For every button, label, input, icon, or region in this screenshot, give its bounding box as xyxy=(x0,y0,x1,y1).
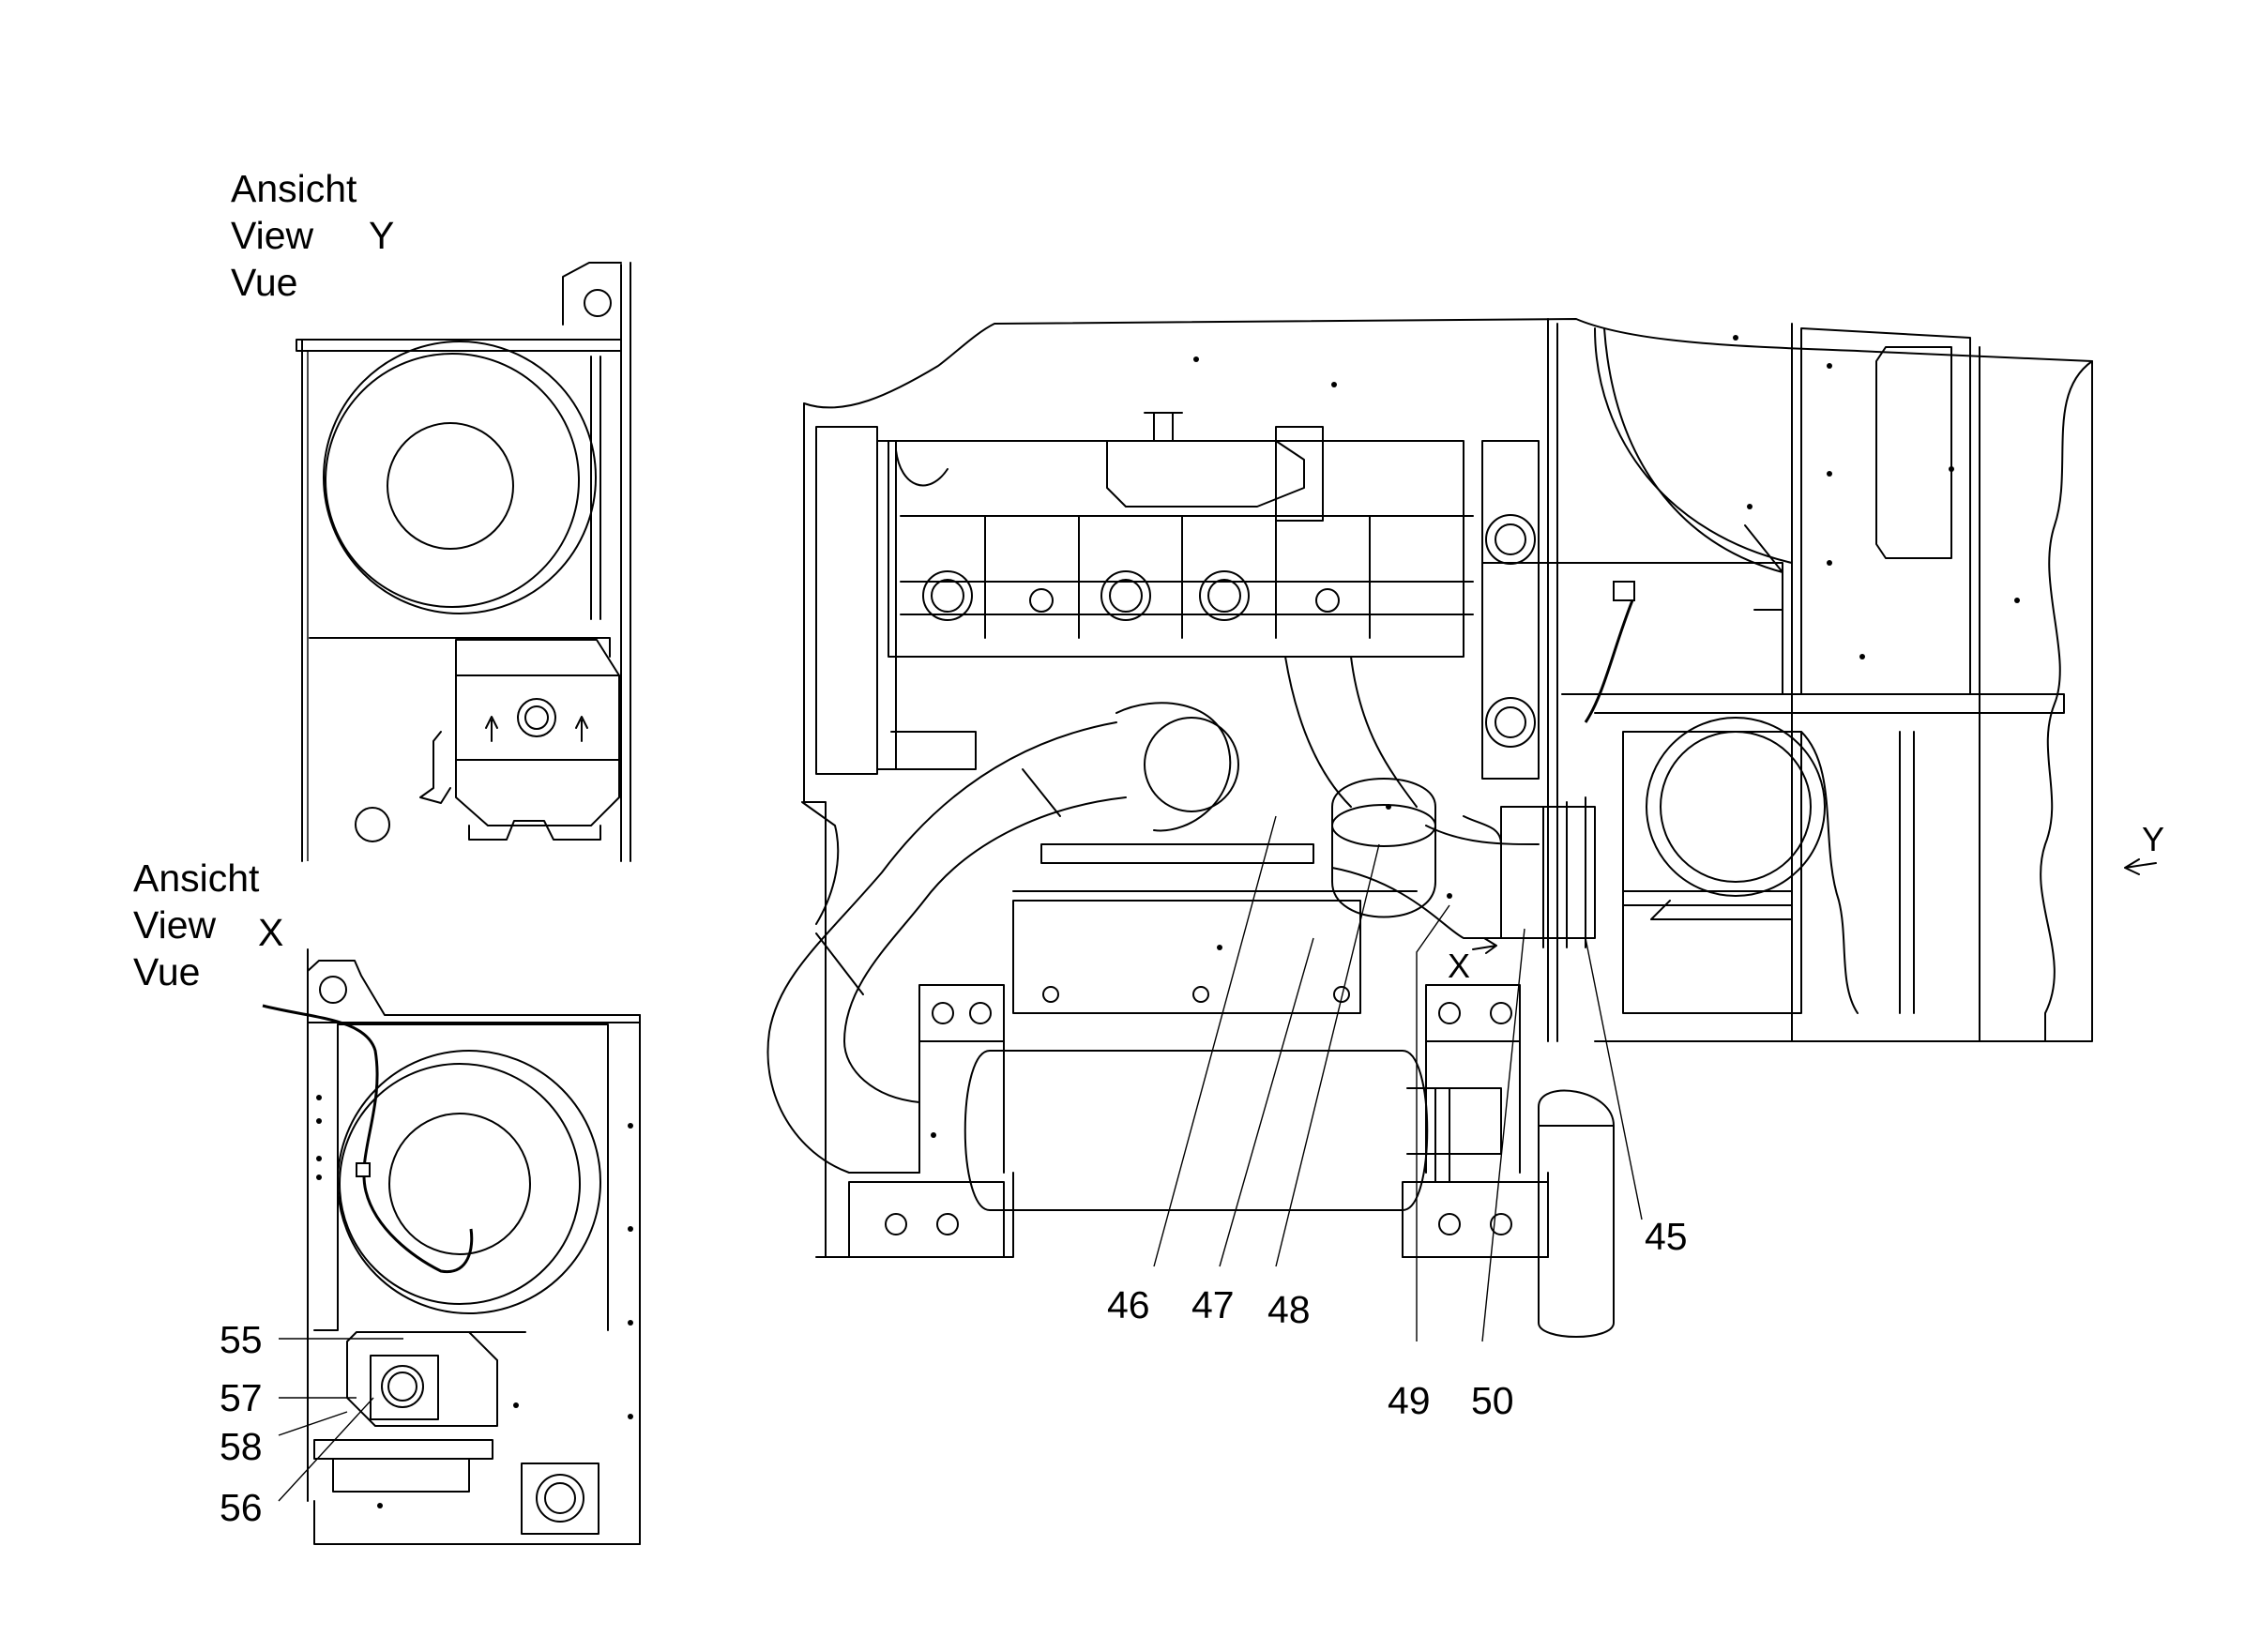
callout-57: 57 xyxy=(220,1376,263,1419)
main-x-marker: X xyxy=(1448,947,1471,985)
callout-58: 58 xyxy=(220,1425,263,1468)
main-engine-drawing xyxy=(767,319,2156,1341)
view-x-label-ansicht: Ansicht xyxy=(133,856,260,900)
view-y-drawing xyxy=(296,263,630,861)
view-x-letter: X xyxy=(258,911,284,954)
view-y-label-view: View xyxy=(231,214,314,257)
callout-47: 47 xyxy=(1191,1283,1235,1326)
view-x-label-view: View xyxy=(133,903,217,947)
view-x-label-vue: Vue xyxy=(133,950,201,993)
main-y-marker: Y xyxy=(2142,820,2165,858)
callout-55: 55 xyxy=(220,1318,263,1361)
callout-50: 50 xyxy=(1471,1379,1514,1422)
view-x-drawing xyxy=(263,949,640,1544)
view-y-letter: Y xyxy=(369,214,395,257)
view-y-label-ansicht: Ansicht xyxy=(231,167,357,210)
callout-45: 45 xyxy=(1645,1215,1688,1258)
view-y-label-vue: Vue xyxy=(231,261,298,304)
callout-46: 46 xyxy=(1107,1283,1150,1326)
callout-49: 49 xyxy=(1388,1379,1431,1422)
callout-48: 48 xyxy=(1267,1288,1311,1331)
callout-56: 56 xyxy=(220,1486,263,1529)
